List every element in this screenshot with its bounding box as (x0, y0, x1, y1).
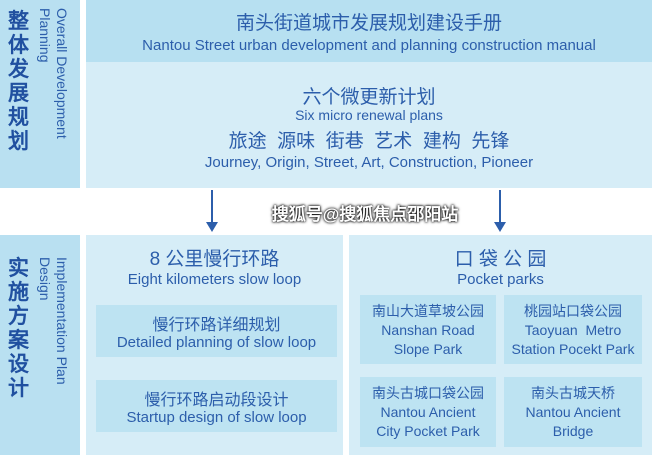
park-item-en: Nantou Ancient (380, 404, 476, 420)
overall-planning-zh: 整体发展规划 (8, 10, 29, 153)
park-item-zh: 南头古城天桥 (531, 385, 615, 401)
park-item: 南山大道草坡公园 Nanshan Road Slope Park (360, 295, 496, 364)
pocket-parks-panel: 口 袋 公 园 Pocket parks 南山大道草坡公园 Nanshan Ro… (349, 235, 652, 455)
loop-item-en: Detailed planning of slow loop (116, 334, 317, 351)
slow-loop-title-en: Eight kilometers slow loop (127, 271, 302, 288)
park-item-zh: 桃园站口袋公园 (524, 303, 622, 319)
park-item: 南头古城口袋公园 Nantou Ancient City Pocket Park (360, 377, 496, 447)
park-item-en: Nantou Ancient (525, 404, 621, 420)
pocket-parks-title-zh: 口 袋 公 园 (454, 249, 547, 270)
pocket-parks-title-en: Pocket parks (457, 271, 544, 288)
overall-planning-en-2: Planning (37, 8, 53, 63)
plans-title-zh: 六个微更新计划 (302, 87, 436, 108)
watermark: 搜狐号@搜狐焦点邵阳站 (271, 205, 459, 224)
park-item-en-2: Slope Park (393, 341, 463, 357)
slow-loop-title-zh: 8 公里慢行环路 (149, 249, 280, 270)
park-item-en-2: Bridge (552, 423, 594, 439)
overall-planning-en: Overall Development (54, 8, 70, 139)
loop-item: 慢行环路启动段设计 Startup design of slow loop (96, 380, 337, 432)
manual-title-en: Nantou Street urban development and plan… (142, 37, 596, 54)
loop-item-zh: 慢行环路详细规划 (152, 317, 281, 334)
plans-items-zh: 旅途 源味 街巷 艺术 建构 先锋 (228, 131, 510, 152)
park-item-en: Nanshan Road (381, 322, 475, 338)
plans-items-en: Journey, Origin, Street, Art, Constructi… (204, 154, 534, 171)
implementation-design-zh: 实施方案设计 (8, 257, 29, 400)
arrow-down-icon (206, 190, 218, 232)
park-item-zh: 南山大道草坡公园 (372, 303, 484, 319)
park-item: 南头古城天桥 Nantou Ancient Bridge (504, 377, 642, 447)
park-item-en: Taoyuan Metro (524, 322, 622, 338)
manual-title-zh: 南头街道城市发展规划建设手册 (235, 13, 502, 34)
micro-renewal-plans: 六个微更新计划 Six micro renewal plans 旅途 源味 街巷… (86, 62, 652, 188)
implementation-design-en: Implementation Plan (54, 257, 70, 385)
slow-loop-panel: 8 公里慢行环路 Eight kilometers slow loop 慢行环路… (86, 235, 343, 455)
loop-item: 慢行环路详细规划 Detailed planning of slow loop (96, 305, 337, 357)
loop-item-zh: 慢行环路启动段设计 (144, 392, 289, 409)
arrow-down-icon (494, 190, 506, 232)
park-item: 桃园站口袋公园 Taoyuan Metro Station Pocekt Par… (504, 295, 642, 364)
plans-title-en: Six micro renewal plans (295, 107, 443, 123)
park-item-zh: 南头古城口袋公园 (372, 385, 484, 401)
implementation-design-en-2: Design (37, 257, 53, 301)
manual-header: 南头街道城市发展规划建设手册 Nantou Street urban devel… (86, 0, 652, 62)
park-item-en-2: Station Pocekt Park (511, 341, 635, 357)
loop-item-en: Startup design of slow loop (126, 409, 307, 426)
park-item-en-2: City Pocket Park (376, 423, 480, 439)
